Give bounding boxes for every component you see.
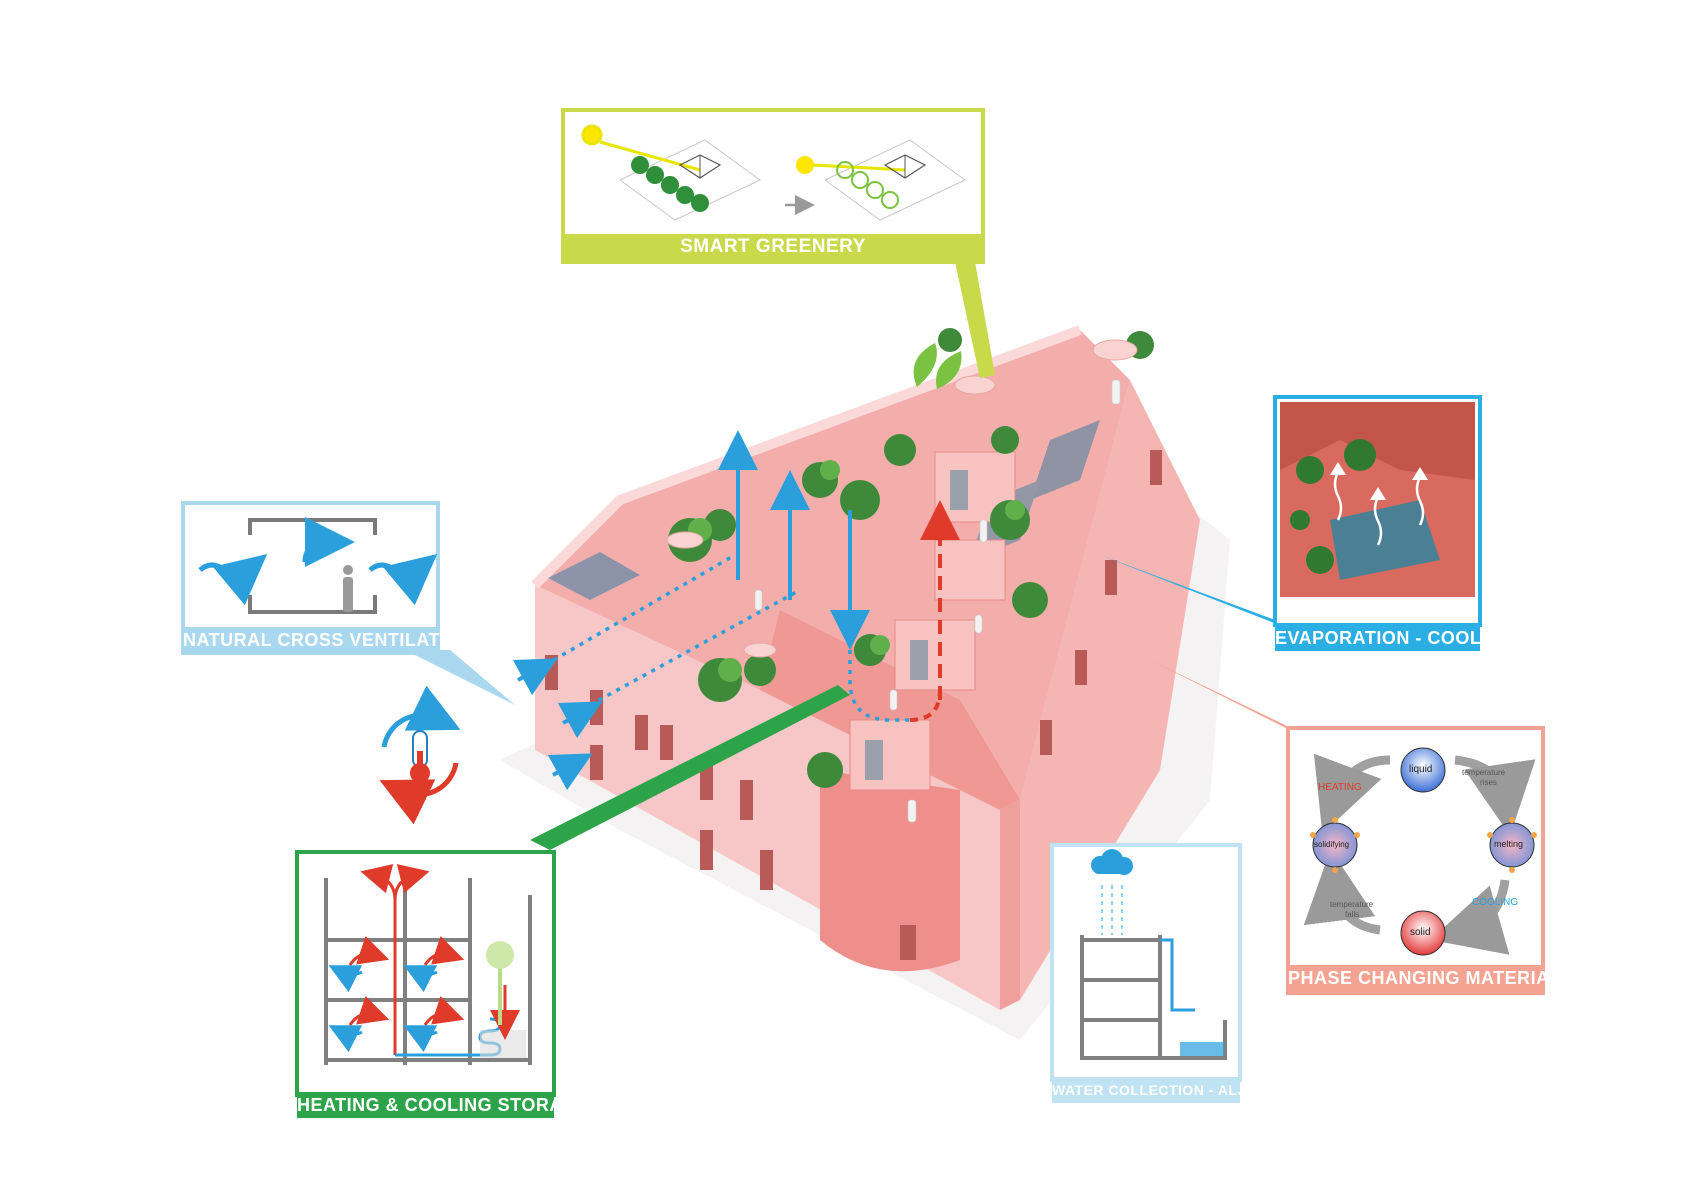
state-liquid-label: liquid: [1409, 764, 1433, 775]
state-solid-label: solid: [1410, 927, 1431, 938]
water-collection-label: WATER COLLECTION - ALJIBE: [1052, 1077, 1270, 1103]
person-icon: [343, 565, 353, 612]
building-corner-tower: [820, 770, 960, 972]
water-collection-panel: [1050, 843, 1242, 1082]
building-roof: [535, 330, 1130, 810]
state-solid: [1400, 910, 1446, 956]
tree-icon: [631, 156, 709, 212]
temp-rises-label-1: temperature: [1462, 768, 1506, 777]
temp-rises-label-2: rises: [1480, 778, 1497, 787]
heating-cooling-panel: [295, 850, 556, 1097]
leaf-icon: [913, 343, 962, 389]
airflow-arrows: [512, 430, 960, 791]
smart-greenery-label: SMART GREENERY: [563, 234, 983, 260]
temp-falls-label-2: falls: [1345, 910, 1360, 919]
phase-changing-label: PHASE CHANGING MATERIALS: [1288, 965, 1573, 991]
evaporation-label: EVAPORATION - COOLING: [1275, 625, 1514, 651]
thermometer-icon: [379, 685, 461, 825]
phase-changing-panel: [1286, 726, 1545, 995]
evaporation-panel: [1273, 395, 1482, 627]
greenery-before: [581, 124, 761, 221]
cooling-transition-label: COOLING: [1472, 897, 1519, 908]
natural-ventilation-label: NATURAL CROSS VENTILATION: [183, 627, 473, 653]
sun-icon: [581, 124, 603, 146]
heating-cooling-label: HEATING & COOLING STORAGE: [297, 1092, 589, 1118]
palm-icon: [836, 161, 899, 209]
greenery-after: [796, 139, 966, 221]
heating-transition-label: HEATING: [1318, 782, 1362, 793]
state-solidifying-label: solidifying: [1314, 840, 1350, 849]
cloud-icon: [1091, 849, 1133, 875]
sun-icon: [796, 156, 814, 174]
callout-leaders: [405, 262, 1300, 850]
temp-falls-label-1: temperature: [1330, 900, 1374, 909]
palm-icon: [486, 941, 514, 1025]
person-icon: [754, 379, 1121, 823]
state-melting-label: melting: [1494, 839, 1524, 849]
state-liquid: [1400, 747, 1446, 793]
